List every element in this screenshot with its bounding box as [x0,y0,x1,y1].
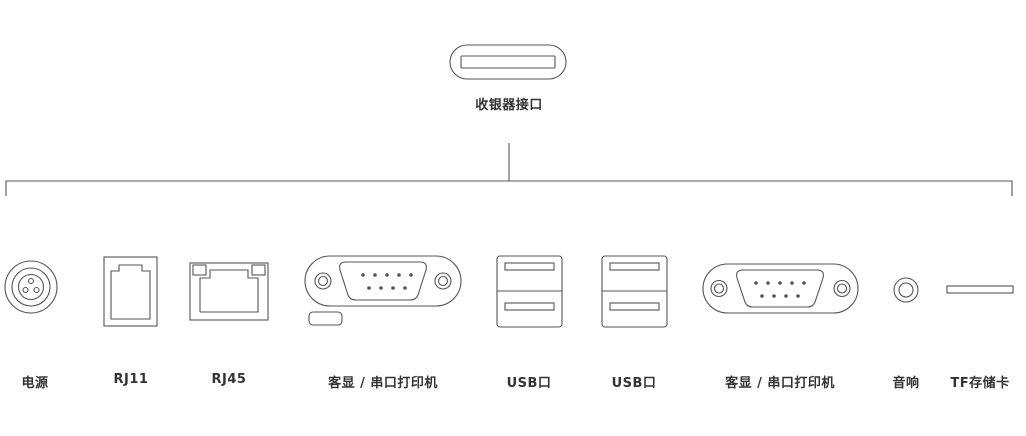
serial-port-icon [702,263,859,314]
port-label-audio: 音响 [892,376,920,391]
port-label-rj45: RJ45 [211,372,247,387]
port-label-usb-2: USB口 [611,376,657,391]
usb-port-icon [601,255,668,328]
power-port-icon [4,260,58,314]
port-label-usb-1: USB口 [506,376,552,391]
port-label-rj11: RJ11 [113,372,149,387]
port-label-serial-2: 客显 / 串口打印机 [725,376,835,391]
tf-card-slot-icon [946,285,1014,294]
usb-c-port-icon [449,44,567,80]
connector-lines [5,143,1013,196]
port-label-tf-card: TF存储卡 [950,376,1010,391]
usb-port-icon [496,255,563,328]
hub-label: 收银器接口 [475,98,543,113]
audio-jack-icon [893,277,919,303]
serial-port-icon [304,255,462,326]
rj45-port-icon [189,262,269,321]
port-label-serial-1: 客显 / 串口打印机 [328,376,438,391]
rj11-port-icon [103,256,158,327]
port-label-power: 电源 [21,376,49,391]
